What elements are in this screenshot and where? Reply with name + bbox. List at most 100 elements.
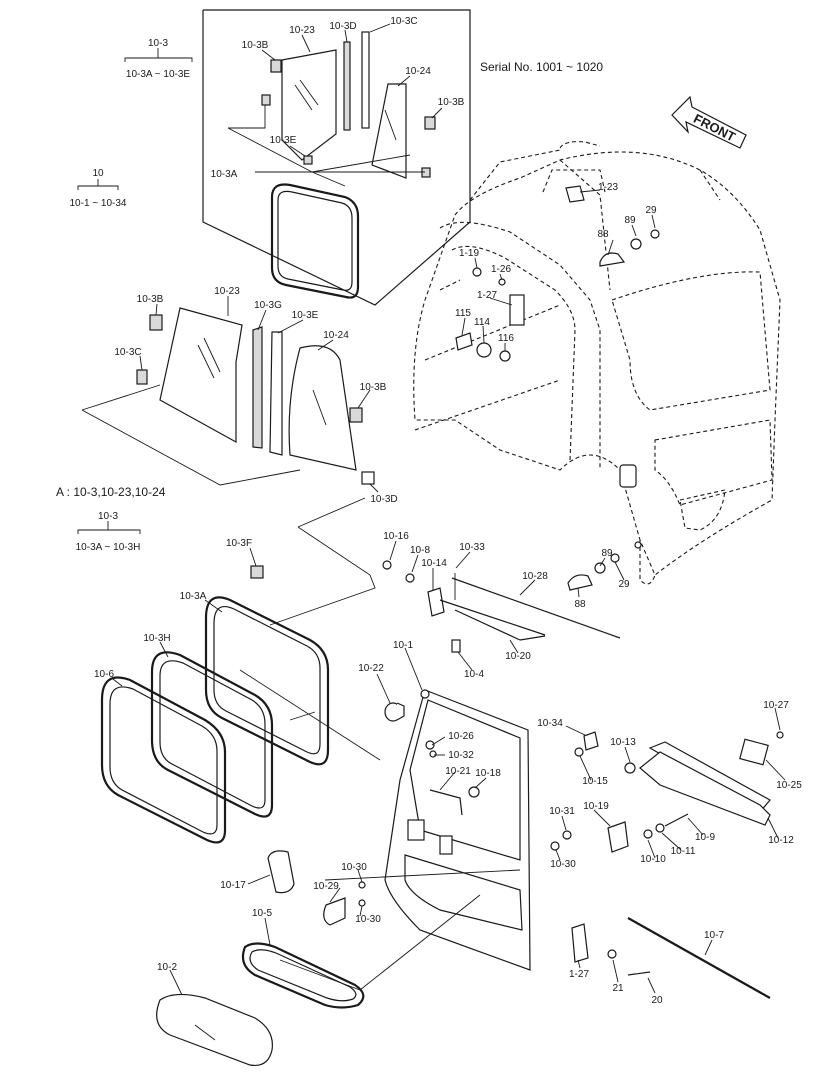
callout: 29 (645, 205, 657, 216)
callout: 10-24 (323, 330, 349, 341)
callout: 10-3H (143, 633, 170, 644)
tree3-top: 10-3 (98, 511, 118, 522)
inset-seal-10-3D (343, 41, 351, 131)
callout: 10-3D (329, 21, 356, 32)
callout: 10-30 (550, 859, 576, 870)
callout: 10-34 (537, 718, 563, 729)
callout: 10-2 (157, 962, 177, 973)
callout: 10-3B (360, 382, 387, 393)
door-10-1 (384, 689, 531, 971)
callout: 10-17 (220, 880, 246, 891)
inset-clips (261, 59, 436, 178)
callout: 10-3E (270, 135, 297, 146)
callout: 10-6 (94, 669, 114, 680)
front-arrow-icon (671, 95, 747, 149)
callout: 10-3A (180, 591, 207, 602)
seal-10-5 (241, 942, 365, 1009)
callout: 10-13 (610, 737, 636, 748)
callout: 10-3D (370, 494, 397, 505)
callout: 10-15 (582, 776, 608, 787)
tree3-bottom: 10-3A ~ 10-3H (76, 542, 141, 553)
glass-10-23 (159, 307, 243, 444)
callout: 10-9 (695, 832, 715, 843)
callout: 10-29 (313, 881, 339, 892)
callout: 10-16 (383, 531, 409, 542)
callout: 10-11 (671, 846, 696, 857)
callout: 10-25 (776, 780, 802, 791)
callout: 10-3C (390, 16, 417, 27)
callout: 1-27 (569, 969, 589, 980)
callout: 88 (574, 599, 586, 610)
inset-frame-10-3A (270, 183, 360, 299)
callout: 10-28 (522, 571, 548, 582)
tree2-bottom: 10-1 ~ 10-34 (70, 198, 127, 209)
callout: 21 (612, 983, 624, 994)
callout: 10-3F (226, 538, 252, 549)
callout: 89 (624, 215, 636, 226)
cab-hardware (455, 185, 660, 591)
cab-frame (413, 141, 781, 585)
frame-leader-lines (239, 669, 381, 761)
armrest-10-17 (267, 850, 295, 894)
hinge-hardware-right (550, 731, 784, 999)
frame-10-6 (100, 676, 227, 844)
inset-glass-10-23 (281, 49, 337, 161)
callout: 10-23 (214, 286, 240, 297)
glass-10-2 (156, 993, 273, 1067)
callout: 1-26 (491, 264, 511, 275)
front-label: FRONT (691, 111, 738, 145)
callout-leaders (112, 23, 786, 996)
callout: 88 (597, 229, 609, 240)
inset-leader-lines (227, 105, 425, 187)
callout: 10-31 (549, 806, 575, 817)
callout: 10-3B (438, 97, 465, 108)
middle-leader-lines (81, 384, 376, 626)
tree1-bottom: 10-3A ~ 10-3E (126, 69, 191, 80)
callout: 10-8 (410, 545, 430, 556)
callout: 10-3C (114, 347, 141, 358)
tree1-top: 10-3 (148, 38, 168, 49)
frame-10-3H (150, 651, 274, 818)
callout: 10-3A (211, 169, 238, 180)
frame-10-3A (204, 565, 330, 766)
middle-clips (136, 314, 375, 485)
callout: 10-22 (358, 663, 384, 674)
callout: 10-3B (137, 294, 164, 305)
callout: 10-26 (448, 731, 474, 742)
seal-10-3G (252, 326, 263, 449)
callout: 1-23 (598, 182, 618, 193)
callout: 10-18 (475, 768, 501, 779)
callout: 10-1 (393, 640, 413, 651)
callout: 10-4 (464, 669, 484, 680)
callout: 10-21 (445, 766, 471, 777)
inset-seal-10-3C (361, 31, 370, 129)
callout: 10-3G (254, 300, 282, 311)
callout: 89 (601, 548, 613, 559)
callout: 10-14 (421, 558, 447, 569)
glass-10-24 (288, 345, 357, 471)
knob-10-22 (384, 702, 405, 722)
callout: 10-3B (242, 40, 269, 51)
callout: 10-3E (292, 310, 319, 321)
callout: 10-30 (341, 862, 367, 873)
tree-lines (77, 48, 193, 534)
inset-glass-10-24 (371, 83, 407, 179)
callout: 116 (498, 333, 514, 344)
latch-rod-assembly (382, 560, 621, 653)
callout: 10-20 (505, 651, 531, 662)
callout: 10-24 (405, 66, 431, 77)
tree2-top: 10 (92, 168, 104, 179)
callout: 10-10 (640, 854, 666, 865)
legend-a-label: A : 10-3,10-23,10-24 (56, 485, 166, 499)
callout: 10-19 (583, 801, 609, 812)
seal-10-3E (269, 331, 283, 456)
callout: 10-12 (768, 835, 794, 846)
callout: 10-32 (448, 750, 474, 761)
inset-detail-box (202, 9, 471, 306)
callout: 10-23 (289, 25, 315, 36)
callout: 10-30 (355, 914, 381, 925)
lower-leader-lines (279, 869, 521, 991)
serial-number-label: Serial No. 1001 ~ 1020 (480, 60, 603, 74)
callout: 10-7 (704, 930, 724, 941)
